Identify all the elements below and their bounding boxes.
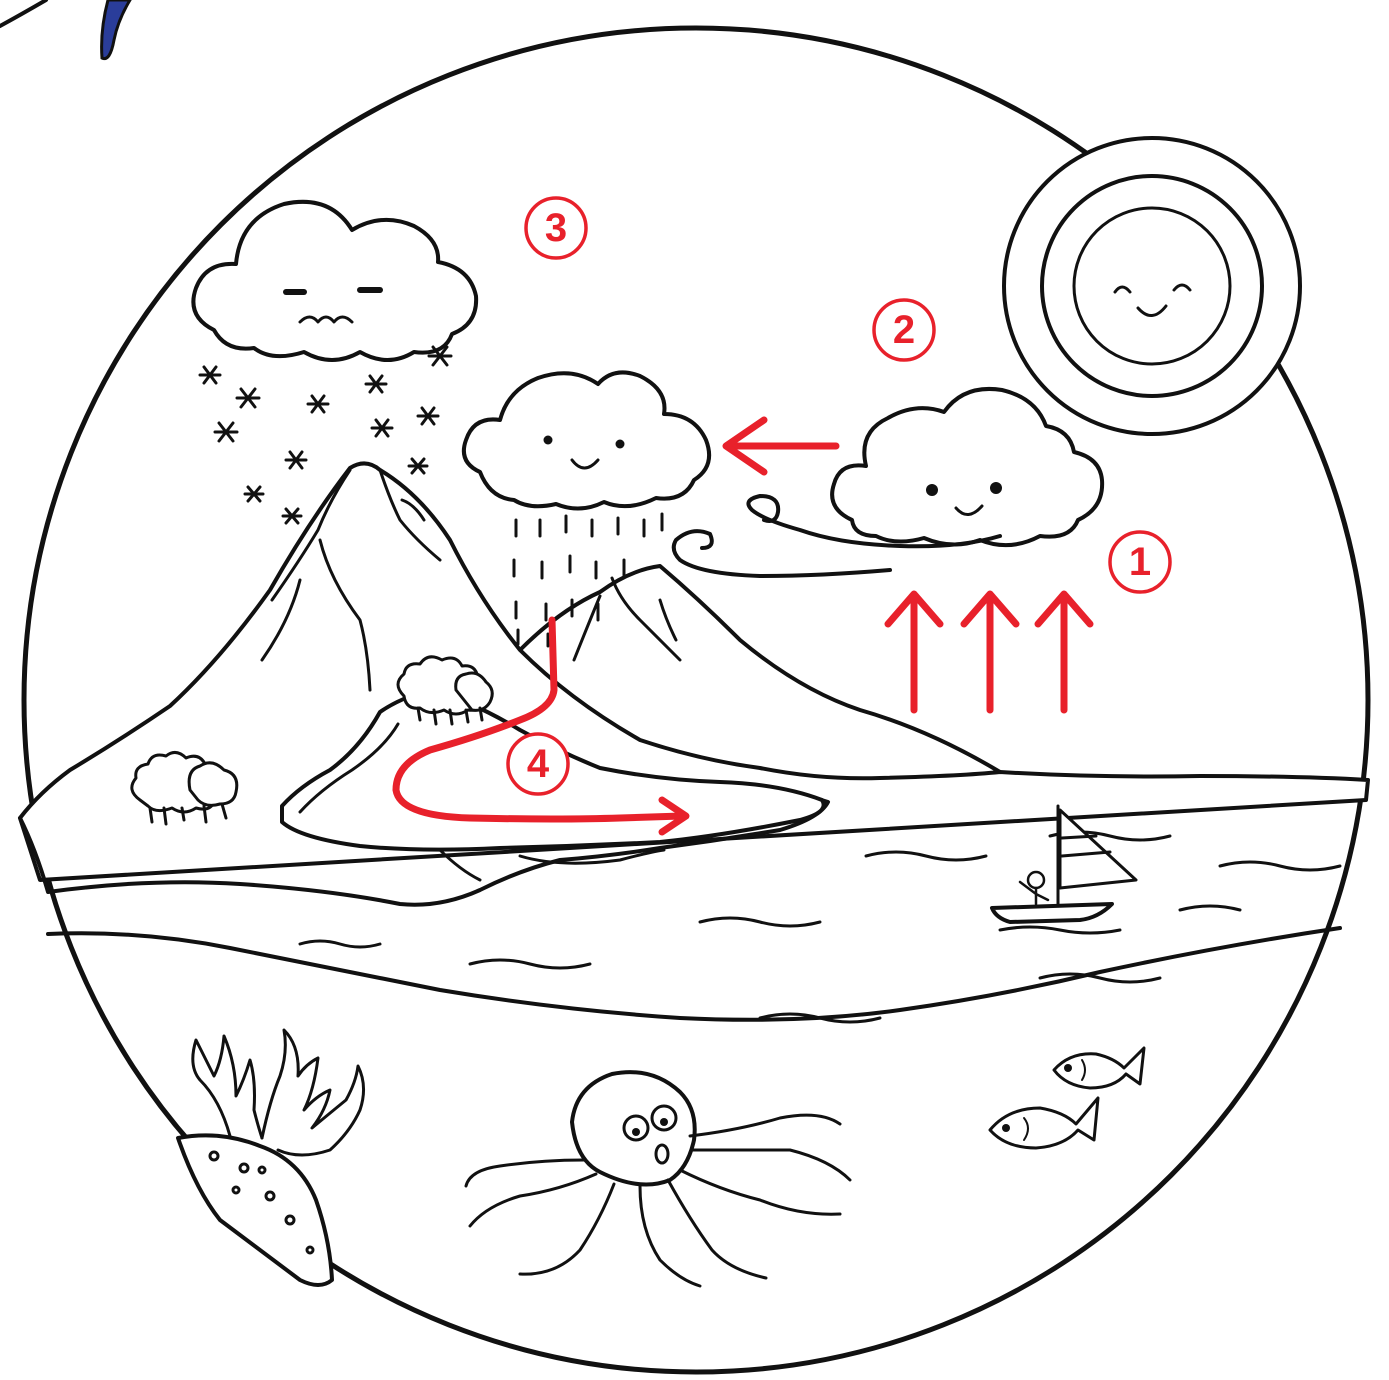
coral-icon	[178, 1030, 364, 1285]
step-badge-4: 4	[508, 734, 568, 794]
step-label: 3	[545, 206, 567, 250]
arrow-icon	[888, 594, 940, 710]
sun-icon	[1004, 138, 1300, 434]
arrow-icon	[1038, 594, 1090, 710]
step-badge-2: 2	[874, 300, 934, 360]
evaporation-arrows	[888, 594, 1090, 710]
octopus-icon	[466, 1072, 850, 1286]
arrow-icon	[964, 594, 1016, 710]
arrow-icon	[726, 420, 836, 472]
snow-cloud-icon	[193, 202, 476, 360]
step-badge-3: 3	[526, 198, 586, 258]
step-label: 2	[893, 308, 915, 352]
sailboat-icon	[992, 806, 1136, 933]
step-label: 4	[527, 742, 550, 786]
cloud-icon	[832, 389, 1102, 545]
rain-cloud-icon	[464, 372, 709, 508]
fish-icon	[1054, 1048, 1144, 1088]
cropped-figure-fragment	[0, 0, 130, 59]
step-label: 1	[1129, 540, 1151, 584]
fish-icon	[990, 1098, 1098, 1148]
step-badge-1: 1	[1110, 532, 1170, 592]
